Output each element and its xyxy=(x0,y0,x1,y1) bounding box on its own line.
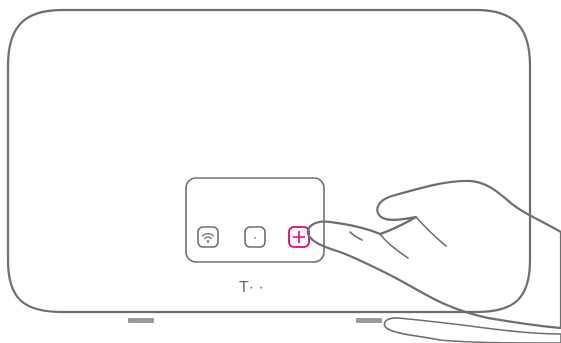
wifi-icon xyxy=(201,232,215,243)
dot-icon xyxy=(254,237,256,239)
plus-button[interactable] xyxy=(288,226,310,248)
plus-icon xyxy=(292,230,306,244)
router-foot-left xyxy=(128,318,154,323)
hand-illustration xyxy=(306,179,561,343)
logo-text: T· · xyxy=(239,279,264,296)
wifi-button[interactable] xyxy=(197,226,219,248)
telekom-logo: T· · xyxy=(239,279,264,296)
router-body xyxy=(6,8,532,314)
router-foot-right xyxy=(356,318,382,323)
dot-button[interactable] xyxy=(244,226,266,248)
button-panel xyxy=(185,177,325,263)
